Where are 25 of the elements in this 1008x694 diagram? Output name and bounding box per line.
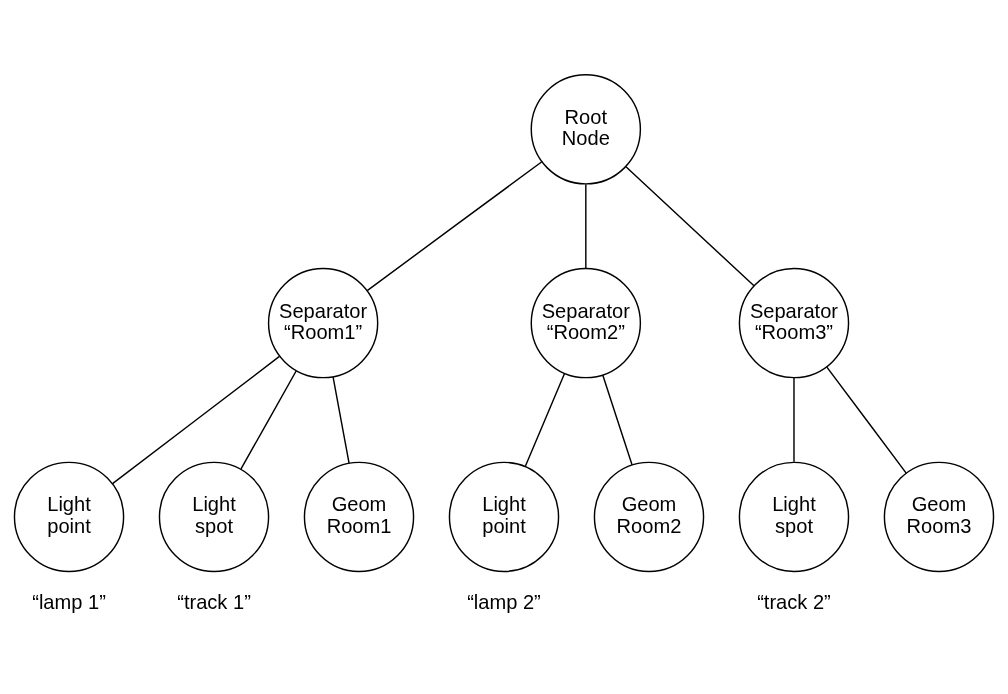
node-circle: Light spot bbox=[738, 461, 850, 572]
node-circle: Geom Room2 bbox=[593, 461, 705, 572]
node-label: “track 1” bbox=[177, 590, 251, 613]
node-label: “lamp 2” bbox=[467, 590, 541, 613]
node-circle: Light point bbox=[13, 461, 125, 572]
connector bbox=[111, 355, 281, 484]
connector bbox=[793, 376, 795, 462]
connector bbox=[524, 372, 566, 467]
node-circle: Geom Room1 bbox=[303, 461, 415, 572]
connector bbox=[240, 369, 297, 470]
node-label: “lamp 1” bbox=[32, 590, 106, 613]
connector bbox=[332, 375, 350, 464]
connector bbox=[366, 160, 543, 291]
node-circle: Root Node bbox=[530, 73, 642, 185]
node-circle: Separator “Room1” bbox=[267, 267, 379, 378]
connector bbox=[602, 373, 633, 466]
node-circle: Light spot bbox=[158, 461, 270, 572]
node-circle: Geom Room3 bbox=[883, 461, 995, 572]
connector bbox=[625, 165, 755, 287]
node-circle: Separator “Room3” bbox=[738, 267, 850, 378]
node-label: “track 2” bbox=[757, 590, 831, 613]
node-circle: Light point bbox=[448, 461, 560, 572]
connector bbox=[585, 183, 587, 269]
connector bbox=[826, 365, 907, 474]
node-circle: Separator “Room2” bbox=[530, 267, 642, 378]
